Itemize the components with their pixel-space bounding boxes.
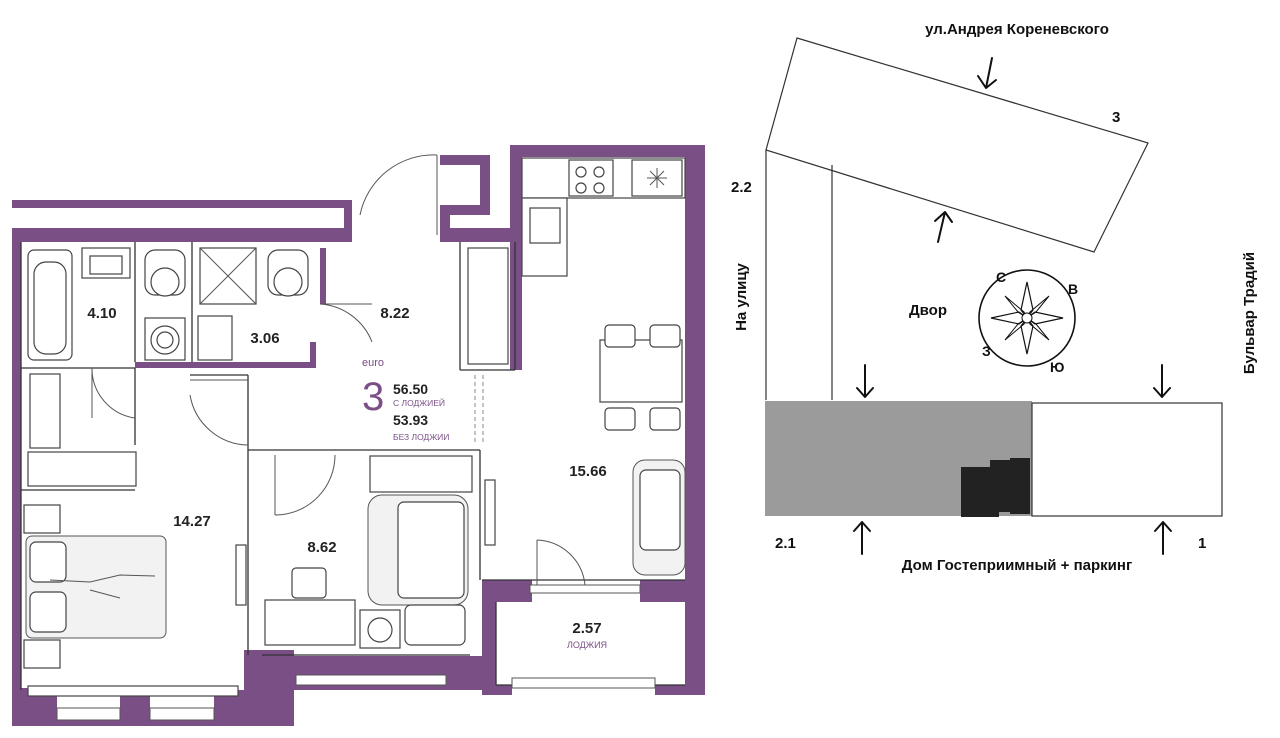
floor-plan: 4.10 3.06 8.22 14.27 8.62 15.66 2.57 ЛОД… [12,145,705,726]
building-1-label: 1 [1198,535,1206,552]
area-with-loggia: 56.50 [393,381,428,397]
area-hall: 8.22 [380,305,409,322]
courtyard-label: Двор [909,302,947,319]
area-without-loggia-label: БЕЗ ЛОДЖИИ [393,432,449,442]
doors [91,154,586,586]
kitchen-furniture [521,157,686,576]
area-kitchen-living: 15.66 [569,463,607,480]
building-2-2-label: 2.2 [731,179,752,196]
bedroom-furniture [23,504,247,697]
building-3-label: 3 [1112,109,1120,126]
area-without-loggia: 53.93 [393,412,428,428]
walls [12,145,705,726]
bath-fixtures [27,247,186,361]
area-bath: 4.10 [87,305,116,322]
area-bedroom: 14.27 [173,513,211,530]
bottom-label: Дом Гостеприимный + паркинг [902,557,1132,574]
compass-east: В [1068,281,1078,297]
building-1 [1031,402,1223,517]
radiators [27,247,509,493]
compass-south: Ю [1050,359,1064,375]
area-shower: 3.06 [250,330,279,347]
type-label: euro [362,357,384,369]
area-with-loggia-label: С ЛОДЖИЕЙ [393,397,445,408]
building-3 [765,37,1149,253]
study-furniture [264,479,496,649]
street-right-label: Бульвар Традий [1241,252,1258,374]
windows [56,584,656,721]
compass-west: З [982,343,991,359]
street-top-label: ул.Андрея Кореневского [925,21,1109,38]
shower-fixtures [197,247,309,361]
compass-north: С [996,269,1006,285]
apartment-summary: euro 3 56.50 С ЛОДЖИЕЙ 53.93 БЕЗ ЛОДЖИИ [362,357,449,442]
compass: С В Ю З [978,269,1078,375]
entrance-arrows [853,57,1172,555]
area-loggia: 2.57 [572,620,601,637]
loggia-label: ЛОДЖИЯ [567,640,607,650]
site-plan: С В Ю З ул.Андрея Кореневского 3 2.2 Дво… [731,21,1258,574]
area-study: 8.62 [307,539,336,556]
building-2-1-label: 2.1 [775,535,796,552]
parking-block [961,458,1030,517]
to-street-label: На улицу [733,262,750,330]
rooms-count: 3 [362,375,384,419]
